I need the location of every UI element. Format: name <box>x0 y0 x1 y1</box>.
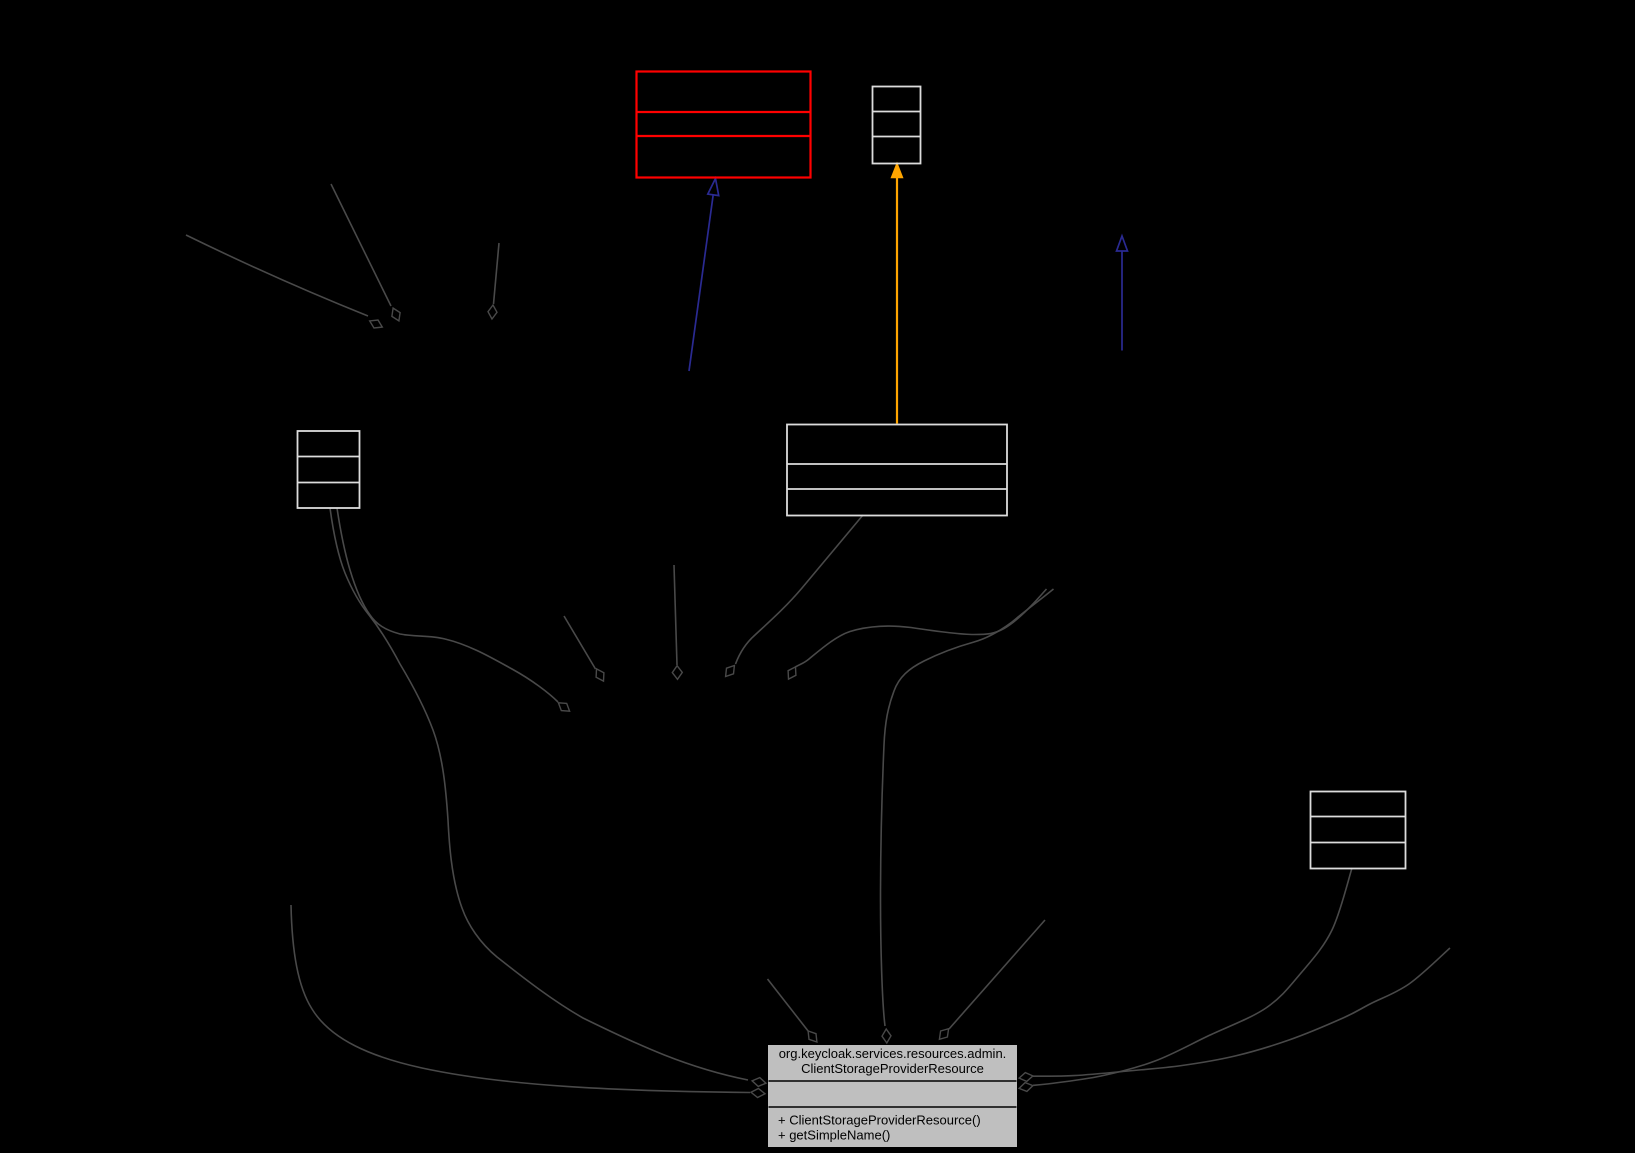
svg-text:org.keycloak.services.resource: org.keycloak.services.resources.admin. <box>779 1046 1007 1061</box>
svg-text:+ ClientStorageProviderResourc: + ClientStorageProviderResource() <box>778 1113 981 1128</box>
svg-text:ClientStorageProviderResource: ClientStorageProviderResource <box>801 1061 984 1076</box>
svg-text:+ getSimpleName(): + getSimpleName() <box>778 1128 890 1143</box>
